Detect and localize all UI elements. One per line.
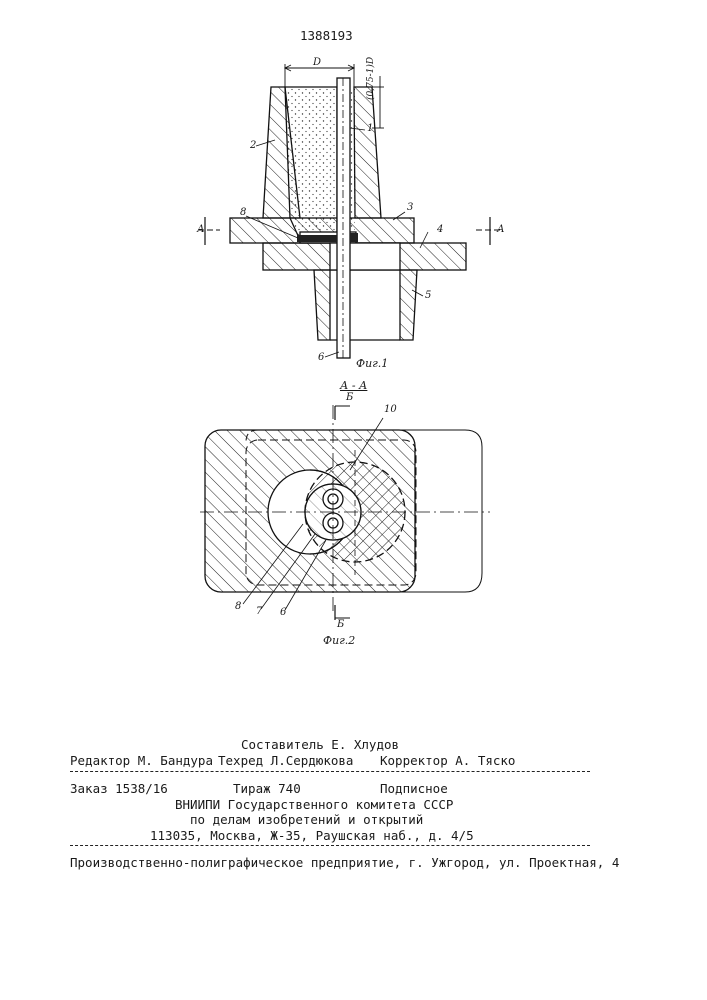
nozzle-5 [314,270,330,340]
institute-line1: ВНИИПИ Государственного комитета СССР [175,797,453,812]
section-a-right: А [497,224,505,235]
callout-7: 7 [256,606,262,617]
section-b-bottom: Б [337,619,344,630]
institute-line3: 113035, Москва, Ж-35, Раушская наб., д. … [150,828,474,843]
powder-fill-right [350,87,355,237]
divider-top [70,771,590,772]
callout-10: 10 [384,404,397,415]
institute-line2: по делам изобретений и открытий [190,812,423,827]
subscription-line: Подписное [380,781,448,796]
fig2-caption: Фиг.2 [323,634,355,647]
fig1-caption: Фиг.1 [356,357,388,370]
seal-8 [297,235,337,242]
compiler-line: Составитель Е. Хлудов [241,737,399,752]
order-line: Заказ 1538/16 [70,781,168,796]
callout-4: 4 [437,224,443,235]
circulation-line: Тираж 740 [233,781,301,796]
callout-1: 1 [367,123,373,134]
callout-8: 8 [240,207,246,218]
callout-6-fig2: 6 [280,607,286,618]
powder-fill [285,87,337,240]
dim-side-label: (0,75-1)D [366,57,376,100]
callout-6: 6 [318,352,324,363]
corrector-line: Корректор А. Тяско [380,753,515,768]
nozzle-5-right [400,270,417,340]
sleeve-right-wall [354,87,381,218]
editor-line: Редактор М. Бандура [70,753,213,768]
callout-8-fig2: 8 [235,601,241,612]
fig2-section-title: А - А [340,379,367,392]
dim-d-label: D [313,57,321,68]
callout-5: 5 [425,290,431,301]
callout-3: 3 [407,202,413,213]
section-b-top: Б [346,392,353,403]
printer-line: Производственно-полиграфическое предприя… [70,855,619,870]
rod-6 [337,78,350,358]
divider-bottom [70,845,590,846]
fig2-drawing [200,405,490,620]
callout-2: 2 [250,140,256,151]
section-a-left: А [197,224,205,235]
techred-line: Техред Л.Сердюкова [218,753,353,768]
